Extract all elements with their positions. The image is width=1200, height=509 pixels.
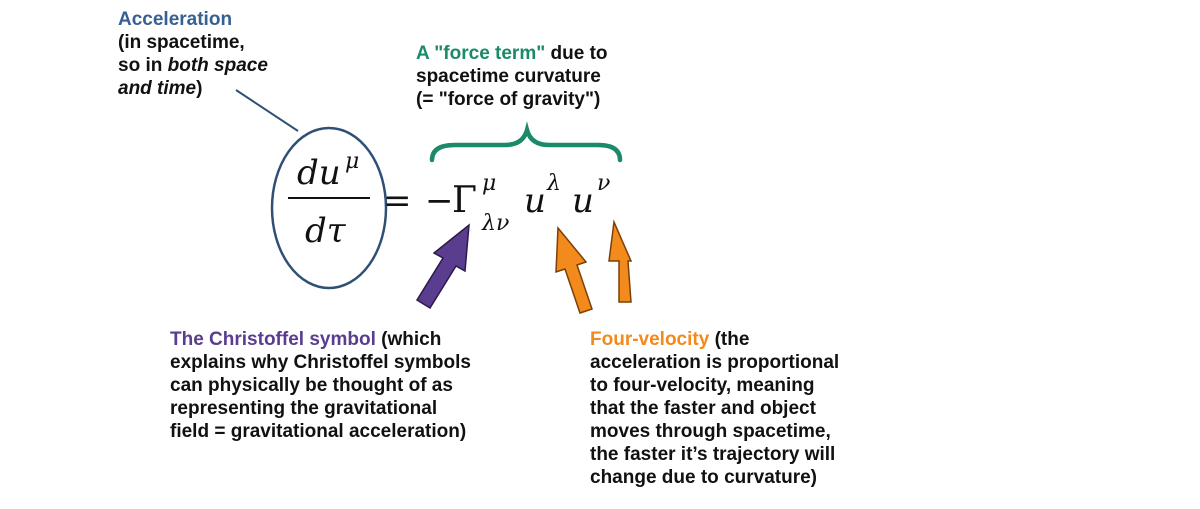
four-velocity-heading: Four-velocity <box>590 329 710 350</box>
four-velocity-line-3: to four-velocity, meaning <box>590 375 815 396</box>
christoffel-line-4: representing the gravitational <box>170 398 438 419</box>
force-term-heading: A "force term" <box>416 43 546 64</box>
christoffel-line-5: field = gravitational acceleration) <box>170 421 467 442</box>
numerator-superscript: μ <box>345 149 359 174</box>
numerator-variable: du <box>297 153 341 193</box>
four-velocity-line-1-rest: (the <box>709 329 750 350</box>
four-velocity-label: Four-velocity (the acceleration is propo… <box>590 328 839 489</box>
four-velocity-line-1: Four-velocity (the <box>590 328 839 351</box>
equals-sign: = <box>383 181 412 221</box>
acceleration-pointer-line <box>235 89 299 132</box>
four-velocity-u2: u <box>572 181 594 221</box>
force-term-line-3: (= "force of gravity") <box>416 89 601 110</box>
acceleration-label: Acceleration (in spacetime, so in both s… <box>118 8 268 100</box>
christoffel-line-1: The Christoffel symbol (which <box>170 328 471 351</box>
four-velocity-line-7: change due to curvature) <box>590 467 817 488</box>
u2-superscript: ν <box>597 171 610 196</box>
force-term-line-1: A "force term" due to <box>416 42 608 65</box>
denominator: dτ <box>305 211 347 251</box>
christoffel-line-2: explains why Christoffel symbols <box>170 352 471 373</box>
acceleration-ellipse <box>270 126 388 290</box>
four-velocity-arrow-1 <box>555 226 593 314</box>
force-term-brace <box>429 121 623 163</box>
christoffel-line-3: can physically be thought of as <box>170 375 453 396</box>
acceleration-line-4: and time) <box>118 77 268 100</box>
gamma-subscript: λν <box>481 211 509 236</box>
force-term-line-2: spacetime curvature <box>416 66 601 87</box>
acceleration-line-3-a: so in <box>118 55 168 76</box>
acceleration-line-3-b: both space <box>167 55 268 76</box>
u1-superscript: λ <box>546 171 561 196</box>
force-term-line-1-rest: due to <box>545 43 608 64</box>
acceleration-line-4-a: and time <box>118 78 197 99</box>
christoffel-gamma: Γ <box>452 180 477 221</box>
minus-sign: − <box>425 181 454 221</box>
christoffel-label: The Christoffel symbol (which explains w… <box>170 328 471 443</box>
four-velocity-line-2: acceleration is proportional <box>590 352 840 373</box>
four-velocity-line-4: that the faster and object <box>590 398 816 419</box>
four-velocity-arrow-2 <box>608 219 633 303</box>
acceleration-heading: Acceleration <box>118 9 233 30</box>
christoffel-arrow <box>415 223 470 310</box>
four-velocity-line-6: the faster it’s trajectory will <box>590 444 836 465</box>
four-velocity-u1: u <box>524 181 546 221</box>
acceleration-line-4-b: ) <box>196 78 203 99</box>
four-velocity-line-5: moves through spacetime, <box>590 421 831 442</box>
force-term-label: A "force term" due to spacetime curvatur… <box>416 42 608 111</box>
acceleration-line-3: so in both space <box>118 54 268 77</box>
christoffel-line-1-rest: (which <box>375 329 442 350</box>
christoffel-heading: The Christoffel symbol <box>170 329 376 350</box>
gamma-superscript: μ <box>482 171 496 196</box>
acceleration-line-2: (in spacetime, <box>118 32 245 53</box>
